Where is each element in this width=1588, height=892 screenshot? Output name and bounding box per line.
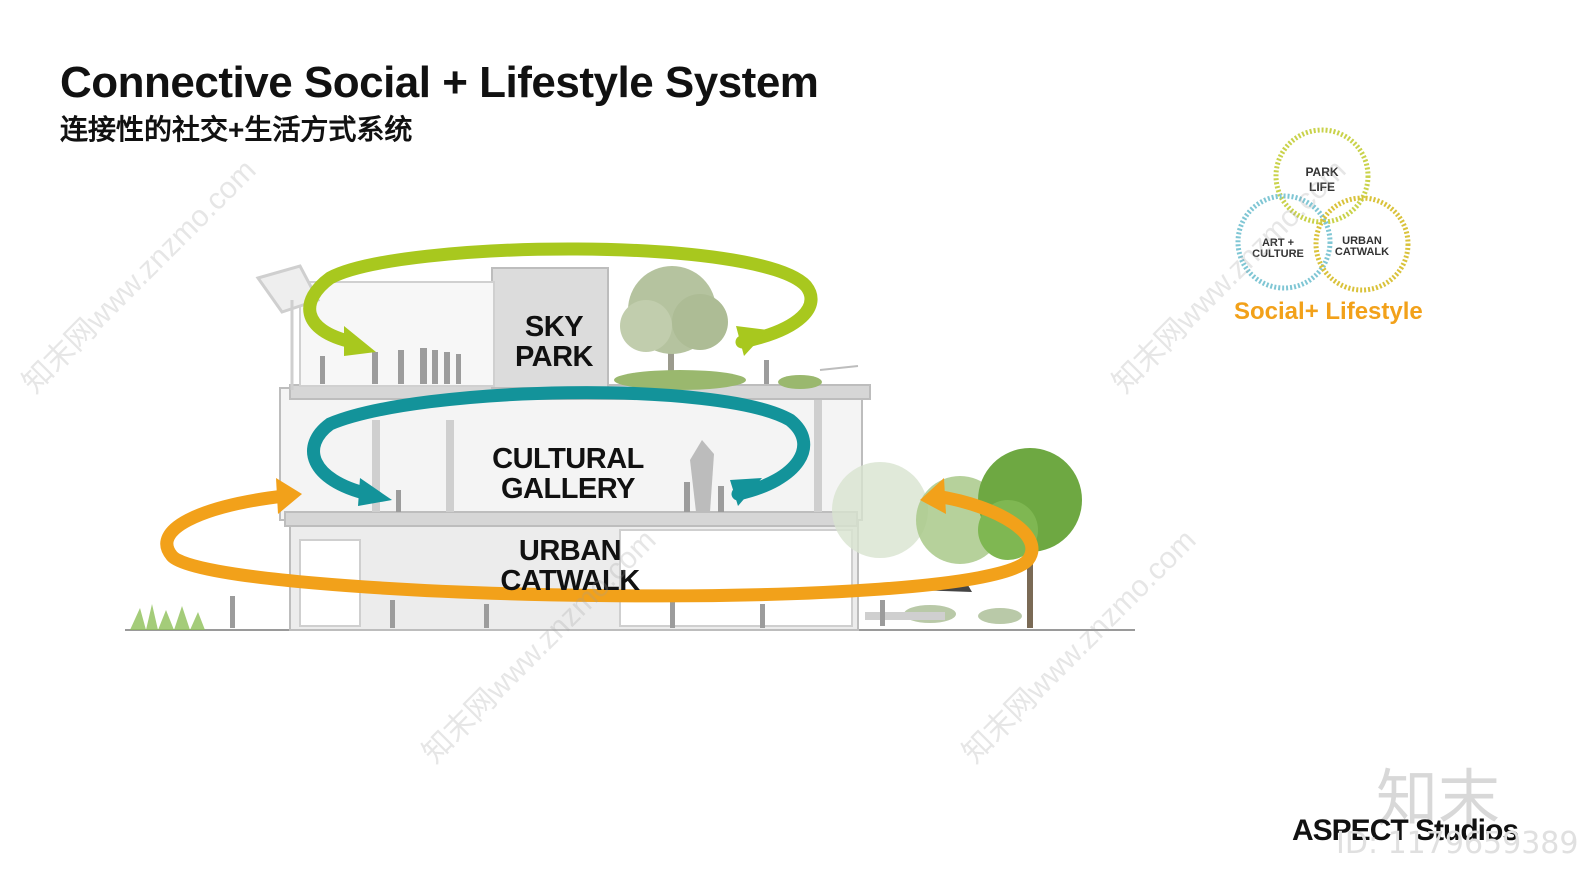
art-culture-line-2: CULTURE	[1252, 248, 1304, 260]
sky-park-line-2: PARK	[514, 341, 594, 373]
sky-park-label: SKY PARK	[496, 312, 612, 372]
cultural-gallery-label: CULTURAL GALLERY	[480, 444, 656, 504]
urban-catwalk-legend-line-2: CATWALK	[1335, 246, 1389, 258]
urban-catwalk-circle	[1313, 195, 1411, 293]
park-life-circle	[1273, 127, 1371, 225]
watermark-logo: 知末	[1376, 762, 1501, 835]
page-subtitle: 连接性的社交+生活方式系统	[60, 114, 413, 145]
art-culture-line-1: ART +	[1262, 237, 1294, 249]
cultural-gallery-line-2: GALLERY	[501, 473, 635, 505]
urban-catwalk-legend-line-1: URBAN	[1342, 235, 1382, 247]
roof-railing	[819, 365, 859, 371]
cultural-gallery-loop	[307, 386, 811, 506]
legend-title: Social+ Lifestyle	[1234, 298, 1423, 325]
art-culture-circle	[1235, 193, 1333, 291]
park-life-line-1: PARK	[1305, 165, 1338, 179]
sky-park-loop	[303, 242, 818, 356]
park-life-line-2: LIFE	[1309, 180, 1335, 194]
page-title: Connective Social + Lifestyle System	[60, 58, 819, 107]
grass-left	[130, 604, 205, 630]
brand-logo: ASPECT Studios	[1292, 814, 1519, 847]
urban-catwalk-loop	[160, 478, 1039, 603]
people-silhouettes	[230, 348, 885, 628]
sky-park-line-1: SKY	[524, 311, 584, 343]
venn-legend: PARK LIFE ART + CULTURE URBAN CATWALK	[1235, 127, 1411, 293]
ground-floor-glazing	[299, 529, 853, 627]
urban-catwalk-line-1: URBAN	[518, 535, 622, 567]
gallery-sculpture	[690, 440, 714, 512]
image-id: ID: 1179659389	[1336, 826, 1579, 861]
urban-catwalk-line-2: CATWALK	[500, 565, 640, 597]
columns	[372, 400, 822, 512]
street-trees	[832, 448, 1082, 628]
roof-tree	[620, 266, 728, 380]
urban-catwalk-label: URBAN CATWALK	[488, 536, 652, 596]
roof-planting	[614, 370, 822, 390]
cultural-gallery-line-1: CULTURAL	[492, 443, 644, 475]
